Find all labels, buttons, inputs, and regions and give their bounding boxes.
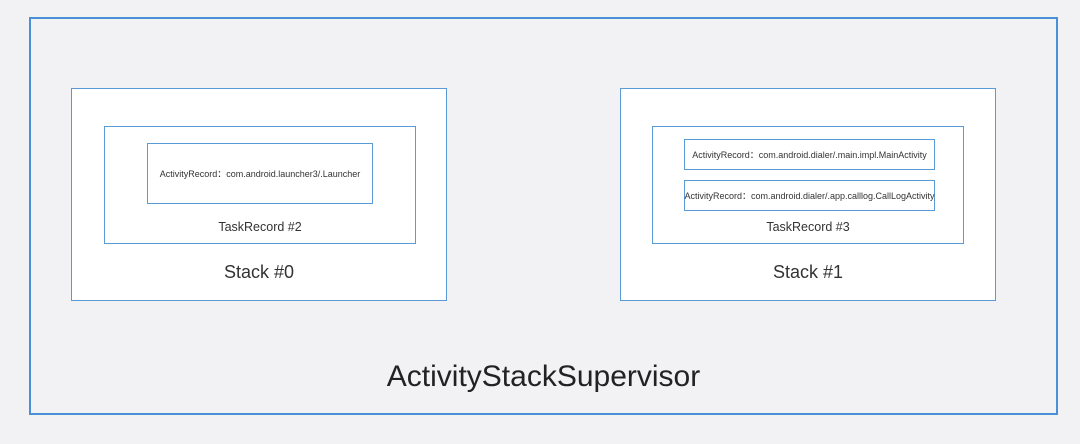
task-record-3-box: ActivityRecord：com.android.dialer/.main.… bbox=[652, 126, 964, 244]
task-record-2-label: TaskRecord #2 bbox=[218, 220, 302, 234]
activity-record-main-activity: ActivityRecord：com.android.dialer/.main.… bbox=[684, 139, 935, 170]
stack-0-box: ActivityRecord：com.android.launcher3/.La… bbox=[71, 88, 447, 301]
activity-record-calllog-activity-label: ActivityRecord：com.android.dialer/.app.c… bbox=[684, 191, 935, 201]
activity-stack-supervisor-label: ActivityStackSupervisor bbox=[386, 360, 701, 393]
stack-0-label: Stack #0 bbox=[223, 262, 295, 282]
activity-record-launcher-label: ActivityRecord：com.android.launcher3/.La… bbox=[159, 169, 361, 179]
activity-record-main-activity-label: ActivityRecord：com.android.dialer/.main.… bbox=[692, 150, 927, 160]
stack-1-label: Stack #1 bbox=[772, 262, 844, 282]
stack-1-box: ActivityRecord：com.android.dialer/.main.… bbox=[620, 88, 996, 301]
activity-record-calllog-activity: ActivityRecord：com.android.dialer/.app.c… bbox=[684, 180, 935, 211]
task-record-3-label: TaskRecord #3 bbox=[766, 220, 850, 234]
task-record-2-box: ActivityRecord：com.android.launcher3/.La… bbox=[104, 126, 416, 244]
activity-record-launcher: ActivityRecord：com.android.launcher3/.La… bbox=[147, 143, 373, 204]
